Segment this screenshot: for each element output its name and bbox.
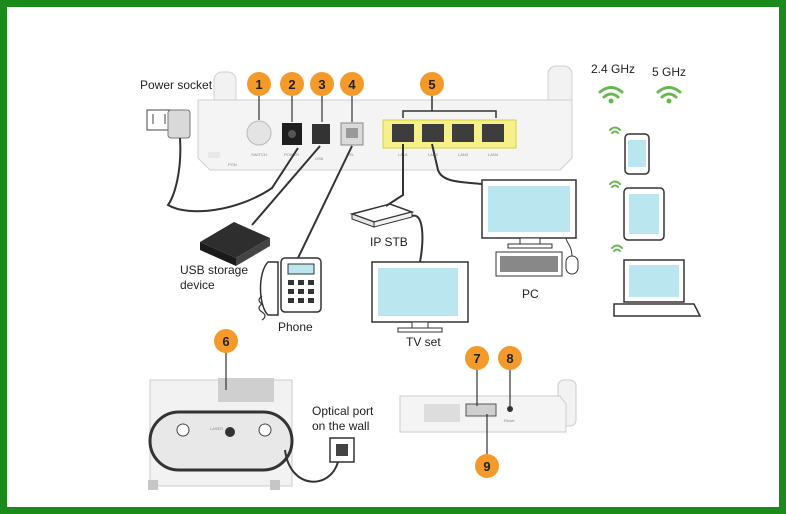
- wifi-icon: [608, 98, 614, 104]
- band-24-label: 2.4 GHz: [591, 62, 635, 76]
- svg-text:8: 8: [506, 351, 513, 366]
- lan-bracket: [402, 110, 497, 118]
- power-port-label: POWER: [284, 152, 299, 157]
- laser-label: LASER: [210, 426, 223, 431]
- svg-text:5: 5: [428, 77, 435, 92]
- lan2-port: [422, 124, 444, 142]
- vent-grille: [218, 378, 274, 402]
- lan4-port: [482, 124, 504, 142]
- callout-2: 2: [280, 72, 304, 96]
- usb-cable: [251, 145, 321, 226]
- callout-6: 6: [214, 329, 238, 353]
- lan3-port: [452, 124, 474, 142]
- laptop-icon: [613, 259, 702, 317]
- wifi-icon: [609, 180, 621, 188]
- switch-button: [246, 120, 272, 146]
- usb-storage-label-1: USB storage: [180, 263, 248, 277]
- fiber-cable: [284, 449, 339, 483]
- usb-port: [312, 124, 330, 144]
- pc-cable: [431, 143, 483, 185]
- power-cable: [166, 137, 299, 213]
- callout-1: 1: [247, 72, 271, 96]
- pc-icon: [481, 179, 579, 277]
- reset-label: Reset: [504, 418, 515, 423]
- power-adapter-icon: [146, 109, 191, 139]
- svg-text:3: 3: [318, 77, 325, 92]
- pon-port-label: PON: [228, 162, 237, 167]
- svg-text:2: 2: [288, 77, 295, 92]
- lan2-label: LAN2: [428, 152, 439, 157]
- side-buttons: [465, 403, 497, 417]
- pc-label: PC: [522, 287, 539, 301]
- callout-4: 4: [340, 72, 364, 96]
- router-side-view: Reset: [399, 379, 577, 433]
- svg-text:6: 6: [222, 334, 229, 349]
- ip-stb-label: IP STB: [370, 235, 408, 249]
- stb-cable: [385, 144, 404, 207]
- smartphone-icon: [624, 133, 650, 175]
- switch-port-label: SWITCH: [251, 152, 267, 157]
- usb-drive-icon: [200, 222, 270, 266]
- band-5-label: 5 GHz: [652, 65, 686, 79]
- svg-text:7: 7: [473, 351, 480, 366]
- tel-port-jack: [346, 128, 358, 138]
- tel-port-label: TEL: [347, 152, 355, 157]
- callout-5: 5: [420, 72, 444, 96]
- tablet-icon: [623, 187, 665, 241]
- usb-port-label: USB: [315, 156, 324, 161]
- svg-text:9: 9: [483, 459, 490, 474]
- cable-loop: [148, 410, 294, 472]
- usb-storage-label-2: device: [180, 278, 215, 292]
- stb-tv-cable: [411, 214, 424, 263]
- phone-cable: [297, 145, 353, 259]
- router-bottom-view: LASER: [148, 378, 294, 490]
- wifi-icon: [666, 98, 672, 104]
- phone-label: Phone: [278, 320, 313, 334]
- power-port-hole: [288, 130, 296, 138]
- wifi-icon: [611, 244, 623, 252]
- reset-hole: [507, 406, 513, 412]
- optical-port-label-2: on the wall: [312, 419, 369, 433]
- optical-wall-port: [329, 437, 355, 463]
- lan1-port: [392, 124, 414, 142]
- callout-7: 7: [465, 346, 489, 370]
- lan3-label: LAN3: [458, 152, 469, 157]
- tv-icon: [371, 261, 469, 333]
- wifi-icon: [598, 86, 624, 99]
- svg-text:4: 4: [348, 77, 356, 92]
- optical-port-label-1: Optical port: [312, 404, 374, 418]
- callout-3: 3: [310, 72, 334, 96]
- wifi-icon: [656, 86, 682, 99]
- tv-set-label: TV set: [406, 335, 441, 349]
- svg-text:1: 1: [255, 77, 262, 92]
- pon-cover: [208, 152, 220, 158]
- lan4-label: LAN4: [488, 152, 499, 157]
- power-socket-label: Power socket: [140, 78, 213, 92]
- stb-icon: [349, 203, 415, 228]
- phone-icon: [258, 257, 322, 321]
- side-vent: [424, 404, 460, 422]
- callout-9: 9: [475, 454, 499, 478]
- callout-8: 8: [498, 346, 522, 370]
- wifi-icon: [609, 126, 621, 134]
